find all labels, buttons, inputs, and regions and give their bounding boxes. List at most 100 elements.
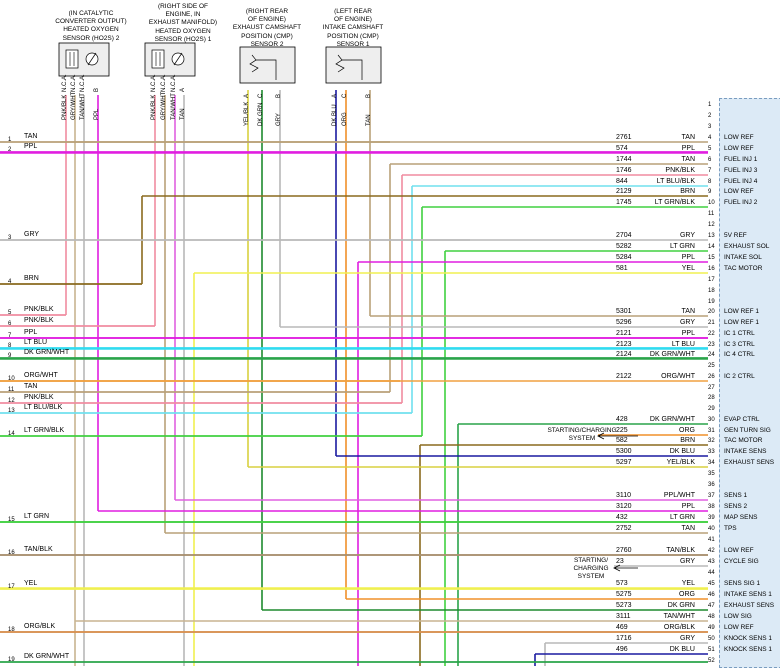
sensor-wire-color: PPL — [94, 108, 100, 120]
circuit-color: LT GRN — [669, 243, 695, 250]
left-wire-color-label: DK GRN/WHT — [24, 349, 70, 356]
pcm-function: MAP SENS — [724, 514, 758, 521]
sensor-pin-id: C — [342, 93, 348, 98]
circuit-color: ORG — [679, 427, 695, 434]
left-pin-number: 10 — [8, 376, 15, 382]
pcm-function: IC 2 CTRL — [724, 373, 755, 380]
circuit-number: 844 — [616, 178, 628, 185]
connector-pin-number: 27 — [708, 385, 715, 391]
sensor-wire-color: DK BLU — [332, 104, 338, 126]
circuit-number: 428 — [616, 416, 628, 423]
left-wire-color-label: PNK/BLK — [24, 317, 54, 324]
sensor-pin-id: N.C.A. — [80, 74, 86, 92]
pcm-function: LOW REF — [724, 624, 754, 631]
wire-verticals — [65, 90, 546, 666]
left-wire-color-label: ORG/WHT — [24, 372, 58, 379]
connector-pin-number: 51 — [708, 647, 715, 653]
connector-pin-number: 25 — [708, 363, 715, 369]
circuit-number: 469 — [616, 624, 628, 631]
sensor-pin-id: B — [94, 87, 100, 92]
pcm-function: EXHAUST SENS — [724, 459, 775, 466]
sensor-pin-id: A — [180, 87, 186, 92]
pcm-function: CYCLE SIG — [724, 558, 759, 565]
connector-pin-number: 43 — [708, 559, 715, 565]
pcm-function: TPS — [724, 525, 737, 532]
connector-pin-number: 12 — [708, 222, 715, 228]
circuit-color: PPL — [681, 145, 695, 152]
pcm-function: LOW REF — [724, 134, 754, 141]
o2-sensor-2-title: (IN CATALYTIC CONVERTER OUTPUT) HEATED O… — [55, 10, 127, 42]
connector-pin-number: 42 — [708, 548, 715, 554]
circuit-number: 5284 — [616, 254, 632, 261]
left-wire-color-label: DK GRN/WHT — [24, 653, 70, 660]
connector-pin-number: 9 — [708, 189, 712, 195]
connector-pin-number: 16 — [708, 266, 715, 272]
starting-charging-label-2: STARTING/ CHARGING SYSTEM — [573, 557, 609, 581]
sensor-wire-color: PNK/BLK — [151, 94, 157, 120]
left-wire-color-label: ORG/BLK — [24, 623, 56, 630]
circuit-color: PPL — [681, 330, 695, 337]
circuit-color: DK GRN/WHT — [649, 351, 695, 358]
sensor-wire-color: TAN — [180, 108, 186, 120]
pcm-function: EXHAUST SENS — [724, 602, 775, 609]
connector-pin-number: 35 — [708, 471, 715, 477]
sensor-wire-color: ORG — [342, 112, 348, 126]
left-wire-color-label: PNK/BLK — [24, 306, 54, 313]
connector-pin-number: 26 — [708, 374, 715, 380]
connector-pin-number: 48 — [708, 614, 715, 620]
connector-pin-number: 28 — [708, 395, 715, 401]
sensor-pin-id: N.C.A. — [151, 74, 157, 92]
pcm-function: INTAKE SENS 1 — [724, 591, 772, 598]
left-pin-number: 6 — [8, 321, 12, 327]
circuit-number: 581 — [616, 265, 628, 272]
cmp-sensor-2-body — [239, 46, 296, 84]
connector-pin-number: 44 — [708, 570, 715, 576]
circuit-color: TAN/BLK — [666, 547, 695, 554]
circuit-number: 1746 — [616, 167, 632, 174]
pcm-function: LOW REF 1 — [724, 308, 760, 315]
left-pin-number: 13 — [8, 408, 15, 414]
pcm-function: FUEL INJ 4 — [724, 178, 758, 185]
pcm-function: LOW REF — [724, 547, 754, 554]
left-pin-number: 17 — [8, 584, 15, 590]
left-pin-number: 15 — [8, 517, 15, 523]
pcm-function: FUEL INJ 2 — [724, 199, 758, 206]
wire-horizontals — [0, 141, 708, 663]
left-pin-number: 8 — [8, 343, 12, 349]
left-pin-number: 11 — [8, 387, 15, 393]
circuit-number: 1744 — [616, 156, 632, 163]
pcm-function: IC 3 CTRL — [724, 341, 755, 348]
connector-pin-number: 5 — [708, 146, 712, 152]
connector-pin-number: 34 — [708, 460, 715, 466]
sensor-pin-id: B — [366, 93, 372, 98]
left-pin-number: 14 — [8, 431, 15, 437]
connector-pin-number: 30 — [708, 417, 715, 423]
circuit-number: 5301 — [616, 308, 632, 315]
sensor-pin-id: A — [244, 93, 250, 98]
left-wire-color-label: GRY — [24, 231, 40, 238]
left-wire-color-label: YEL — [24, 580, 38, 587]
pcm-function: 5V REF — [724, 232, 747, 239]
pcm-function: EVAP CTRL — [724, 416, 760, 423]
circuit-color: GRY — [679, 558, 695, 565]
circuit-number: 2752 — [616, 525, 632, 532]
circuit-color: YEL — [681, 580, 695, 587]
pcm-function: IC 1 CTRL — [724, 330, 755, 337]
circuit-color: YEL/BLK — [666, 459, 695, 466]
pcm-function: INTAKE SENS — [724, 448, 767, 455]
pcm-function: INTAKE SOL — [724, 254, 762, 261]
circuit-color: TAN/WHT — [663, 613, 695, 620]
circuit-color: ORG/BLK — [663, 624, 695, 631]
circuit-color: YEL — [681, 265, 695, 272]
left-wire-color-label: TAN — [24, 383, 38, 390]
left-wire-color-label: TAN/BLK — [24, 546, 53, 553]
sensor-wire-color: GRY/WHT — [161, 91, 167, 120]
circuit-number: 574 — [616, 145, 628, 152]
circuit-color: DK BLU — [669, 646, 695, 653]
left-pin-number: 2 — [8, 147, 12, 153]
circuit-number: 2123 — [616, 341, 632, 348]
connector-pin-number: 32 — [708, 438, 715, 444]
circuit-color: LT BLU — [671, 341, 695, 348]
connector-pin-number: 8 — [708, 179, 712, 185]
left-wire-color-label: BRN — [24, 275, 39, 282]
